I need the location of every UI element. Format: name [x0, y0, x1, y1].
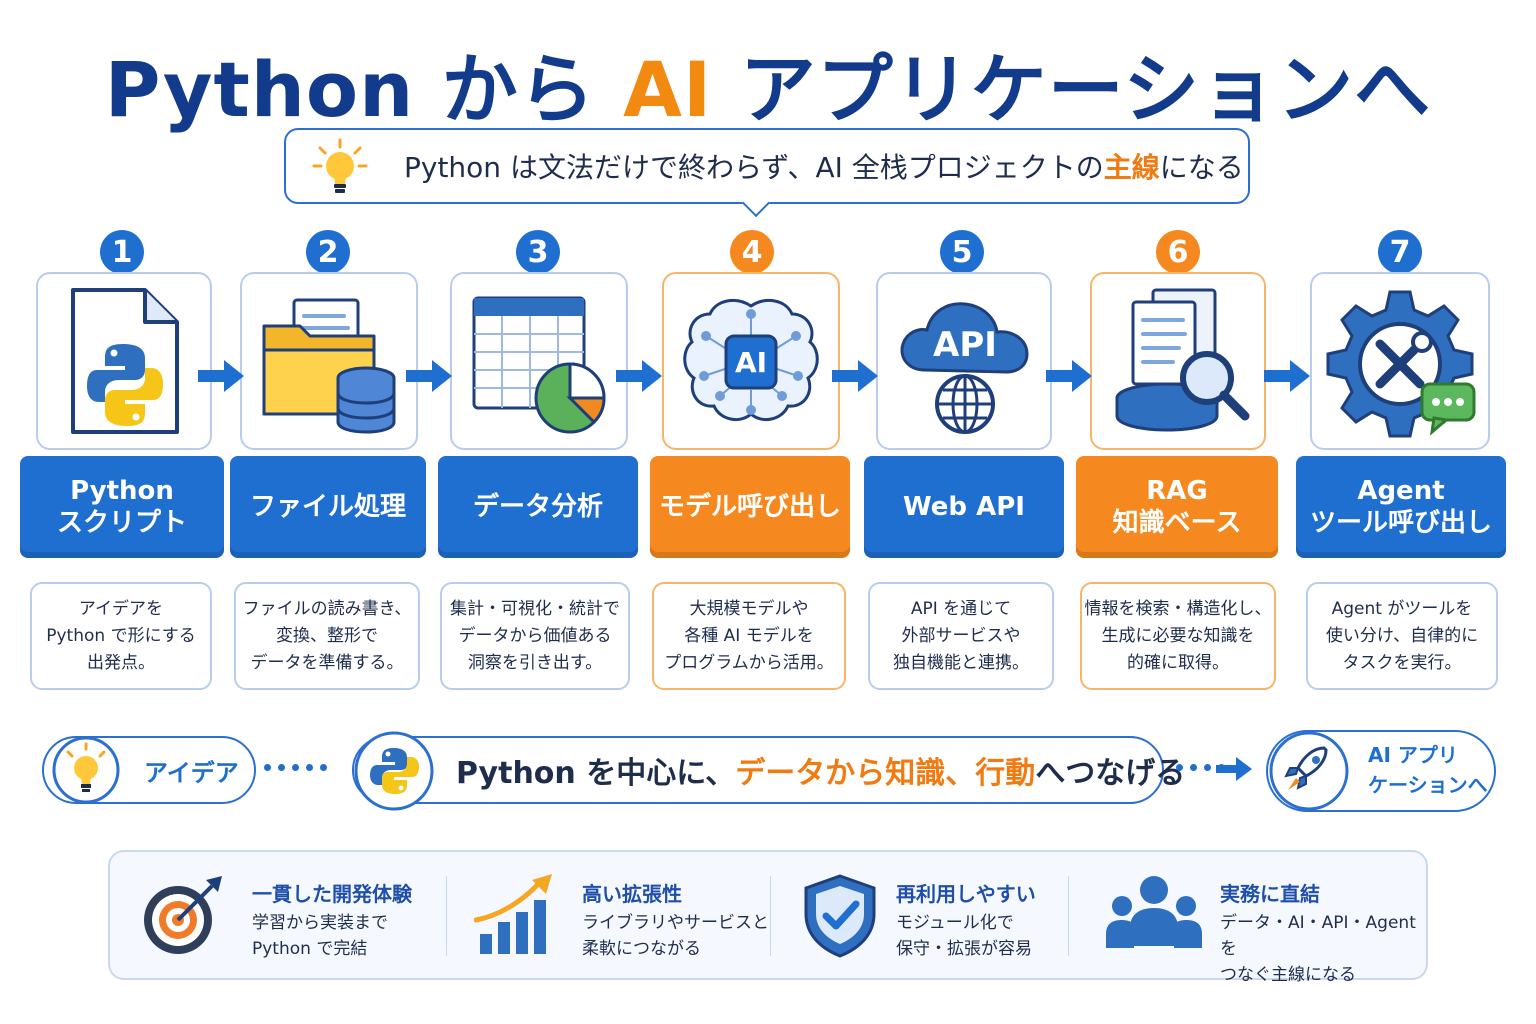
benefits-panel: 一貫した開発体験 学習から実装まで Python で完結 高い拡張性 ライブラリ… — [108, 850, 1428, 985]
team-icon — [1106, 876, 1202, 948]
lightbulb-icon — [312, 138, 368, 193]
divider — [446, 876, 447, 956]
arrow-right-icon — [832, 360, 878, 392]
benefit-practical: 実務に直結 データ・AI・API・Agent を つなぐ主線になる — [1106, 852, 1416, 985]
rocket-icon — [1269, 731, 1349, 811]
document-search-icon — [1115, 288, 1250, 432]
benefit-consistent: 一貫した開発体験 学習から実装まで Python で完結 — [140, 852, 440, 978]
growth-chart-icon — [474, 874, 552, 954]
arrow-right-icon — [1046, 360, 1092, 392]
benefit-extensible: 高い拡張性 ライブラリやサービスと 柔軟につながる — [474, 852, 774, 978]
ai-chip-text: AI — [735, 346, 767, 379]
divider — [1068, 876, 1069, 956]
flow-start-idea: アイデア — [42, 736, 256, 804]
benefit-title: 一貫した開発体験 — [252, 882, 412, 906]
step-icon-card: AI — [662, 272, 840, 450]
benefit-description: ライブラリやサービスと 柔軟につながる — [582, 913, 769, 959]
arrow-right-icon — [198, 360, 244, 392]
benefit-reusable: 再利用しやすい モジュール化で 保守・拡張が容易 — [800, 852, 1100, 978]
target-icon — [144, 876, 222, 954]
divider — [770, 876, 771, 956]
step-label: Web API — [864, 456, 1064, 558]
flow-center-text: Python を中心に、データから知識、行動へつなげる — [456, 756, 1186, 791]
flow-end-label: AI アプリ ケーションへ — [1368, 743, 1488, 797]
arrow-right-icon — [1216, 757, 1252, 781]
step-label: Python スクリプト — [20, 456, 224, 558]
python-file-icon — [71, 288, 179, 434]
gear-tools-icon — [1326, 290, 1476, 438]
step-icon-card — [1090, 272, 1266, 450]
step-number: 7 — [1378, 230, 1422, 274]
folder-database-icon — [262, 298, 396, 434]
step-description: 情報を検索・構造化し、 生成に必要な知識を 的確に取得。 — [1080, 582, 1276, 690]
page-title: Python から AI アプリケーションへ — [104, 45, 1432, 134]
step-label: Agent ツール呼び出し — [1296, 456, 1506, 558]
step-description: API を通じて 外部サービスや 独自機能と連携。 — [868, 582, 1054, 690]
step-number: 4 — [730, 230, 774, 274]
step-description: 集計・可視化・統計で データから価値ある 洞察を引き出す。 — [440, 582, 630, 690]
arrow-right-icon — [406, 360, 452, 392]
step-label: ファイル処理 — [230, 456, 426, 558]
lightbulb-icon — [52, 736, 120, 804]
subtitle-text: Python は文法だけで終わらず、AI 全栈プロジェクトの主線になる — [404, 151, 1244, 184]
callout-tail — [741, 188, 771, 218]
benefit-description: モジュール化で 保守・拡張が容易 — [896, 913, 1032, 959]
benefit-description: 学習から実装まで Python で完結 — [252, 913, 388, 959]
step-description: Agent がツールを 使い分け、自律的に タスクを実行。 — [1306, 582, 1498, 690]
python-logo-icon — [354, 731, 434, 811]
step-description: アイデアを Python で形にする 出発点。 — [30, 582, 212, 690]
step-icon-card: API — [876, 272, 1052, 450]
api-cloud-text: API — [933, 325, 997, 365]
benefit-title: 再利用しやすい — [896, 882, 1036, 906]
step-number: 3 — [516, 230, 560, 274]
step-label: RAG 知識ベース — [1076, 456, 1278, 558]
flow-python-center: Python を中心に、データから知識、行動へつなげる — [352, 731, 1185, 811]
subtitle-callout: Python は文法だけで終わらず、AI 全栈プロジェクトの主線になる — [284, 128, 1250, 218]
arrow-right-icon — [1264, 360, 1310, 392]
step-icon-card — [36, 272, 212, 450]
benefit-description: データ・AI・API・Agent を つなぐ主線になる — [1220, 913, 1416, 985]
arrow-right-icon — [616, 360, 662, 392]
step-label: データ分析 — [438, 456, 638, 558]
flow-start-label: アイデア — [144, 758, 239, 787]
step-icon-card — [240, 272, 418, 450]
step-icon-card — [1310, 272, 1490, 450]
step-label: モデル呼び出し — [650, 456, 850, 558]
step-number: 5 — [940, 230, 984, 274]
step-icon-card — [450, 272, 628, 450]
shield-check-icon — [804, 874, 876, 958]
benefit-title: 実務に直結 — [1220, 882, 1320, 906]
step-number: 6 — [1156, 230, 1200, 274]
step-number: 1 — [100, 230, 144, 274]
ai-brain-icon: AI — [683, 298, 819, 422]
spreadsheet-chart-icon — [472, 296, 606, 434]
benefit-title: 高い拡張性 — [582, 882, 682, 906]
flow-dots — [264, 764, 327, 774]
flow-end-ai-app: AI アプリ ケーションへ — [1266, 730, 1496, 812]
step-description: 大規模モデルや 各種 AI モデルを プログラムから活用。 — [652, 582, 846, 690]
step-number: 2 — [306, 230, 350, 274]
api-cloud-icon: API — [900, 302, 1029, 434]
step-description: ファイルの読み書き、 変換、整形で データを準備する。 — [234, 582, 420, 690]
